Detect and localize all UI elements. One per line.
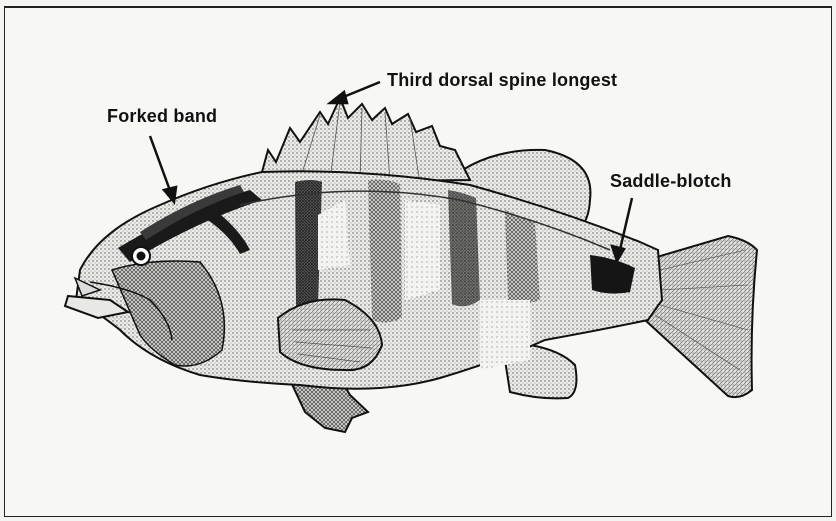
bar-4 — [505, 210, 540, 304]
label-forked-band: Forked band — [107, 106, 217, 127]
bar-2 — [368, 180, 402, 323]
label-third-dorsal-spine: Third dorsal spine longest — [387, 70, 617, 91]
arrow-forked — [150, 136, 176, 202]
spiny-dorsal-fin — [262, 98, 470, 182]
bar-1 — [295, 180, 322, 309]
label-saddle-blotch: Saddle-blotch — [610, 171, 732, 192]
bar-3 — [448, 190, 480, 306]
arrow-dorsal — [330, 82, 380, 103]
